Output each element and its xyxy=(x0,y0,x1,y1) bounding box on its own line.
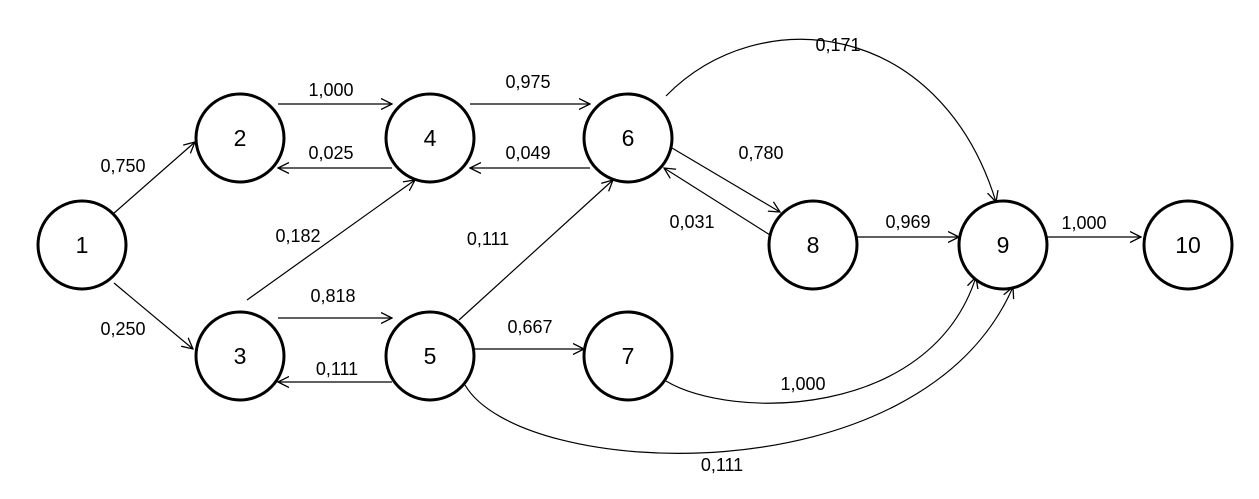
edge-label-1-to-2: 0,750 xyxy=(100,156,145,176)
state-circle-9 xyxy=(957,199,1049,291)
edge-label-4-to-6: 0,975 xyxy=(505,72,550,92)
state-label-2: 2 xyxy=(234,125,247,151)
edge-arrow-7-to-9 xyxy=(665,277,976,404)
edge-5-to-9 xyxy=(464,287,1013,454)
edge-label-3-to-5: 0,818 xyxy=(310,286,355,306)
nodes-layer: 1 2 3 4 5 6 7 8 9 10 xyxy=(36,92,1234,402)
edge-arrow-1-to-3 xyxy=(113,282,193,349)
edge-label-6-to-4: 0,049 xyxy=(505,143,550,163)
edge-arrow-1-to-2 xyxy=(112,142,195,215)
edge-label-7-to-9: 1,000 xyxy=(780,374,825,394)
edge-label-3-to-4: 0,182 xyxy=(275,226,320,246)
state-label-1: 1 xyxy=(76,232,89,258)
edge-arrow-6-to-8 xyxy=(671,147,780,212)
state-node-5: 5 xyxy=(384,310,476,402)
edge-label-1-to-3: 0,250 xyxy=(100,319,145,339)
state-node-4: 4 xyxy=(384,92,476,184)
edge-label-5-to-7: 0,667 xyxy=(507,317,552,337)
state-circle-3 xyxy=(194,310,286,402)
state-node-10: 10 xyxy=(1142,199,1234,291)
state-circle-5 xyxy=(384,310,476,402)
edge-label-4-to-2: 0,025 xyxy=(308,143,353,163)
state-label-10: 10 xyxy=(1175,232,1201,258)
state-circle-4 xyxy=(384,92,476,184)
state-circle-7 xyxy=(582,310,674,402)
edge-label-5-to-6: 0,111 xyxy=(467,229,509,249)
state-label-6: 6 xyxy=(622,125,635,151)
state-circle-2 xyxy=(194,92,286,184)
edge-8-to-6 xyxy=(664,168,771,236)
state-label-7: 7 xyxy=(622,343,635,369)
edge-label-8-to-9: 0,969 xyxy=(885,212,930,232)
edge-3-to-4 xyxy=(246,180,415,301)
state-label-3: 3 xyxy=(234,343,247,369)
edge-label-6-to-8: 0,780 xyxy=(738,143,783,163)
edge-arrow-8-to-6 xyxy=(664,168,771,236)
state-node-8: 8 xyxy=(767,199,859,291)
state-node-1: 1 xyxy=(36,199,128,291)
state-circle-10 xyxy=(1142,199,1234,291)
edge-5-to-6 xyxy=(458,180,613,321)
edge-arrow-3-to-4 xyxy=(246,180,415,301)
edge-label-5-to-3: 0,111 xyxy=(316,359,358,379)
state-node-3: 3 xyxy=(194,310,286,402)
edge-arrow-5-to-9 xyxy=(464,287,1013,454)
edge-1-to-2 xyxy=(112,142,195,215)
edge-6-to-9 xyxy=(665,38,996,202)
state-label-5: 5 xyxy=(424,343,437,369)
state-circle-1 xyxy=(36,199,128,291)
state-node-6: 6 xyxy=(582,92,674,184)
edge-arrow-6-to-9 xyxy=(665,38,996,202)
edge-7-to-9 xyxy=(665,277,976,404)
state-node-2: 2 xyxy=(194,92,286,184)
edge-1-to-3 xyxy=(113,282,193,349)
edge-6-to-8 xyxy=(671,147,780,212)
edges-layer xyxy=(112,38,1141,454)
state-circle-6 xyxy=(582,92,674,184)
edge-label-2-to-4: 1,000 xyxy=(308,80,353,100)
state-label-8: 8 xyxy=(807,232,820,258)
state-label-4: 4 xyxy=(424,125,437,151)
edge-arrow-5-to-6 xyxy=(458,180,613,321)
state-circle-8 xyxy=(767,199,859,291)
edge-labels-layer: 0,750 0,250 1,000 0,025 0,182 0,818 0,111 0,975… xyxy=(100,35,1106,475)
state-label-9: 9 xyxy=(997,232,1010,258)
edge-label-6-to-9: 0,171 xyxy=(815,35,860,55)
state-node-7: 7 xyxy=(582,310,674,402)
edge-label-5-to-9: 0,111 xyxy=(701,455,743,475)
edge-label-9-to-10: 1,000 xyxy=(1061,213,1106,233)
edge-label-8-to-6: 0,031 xyxy=(669,212,714,232)
state-node-9: 9 xyxy=(957,199,1049,291)
